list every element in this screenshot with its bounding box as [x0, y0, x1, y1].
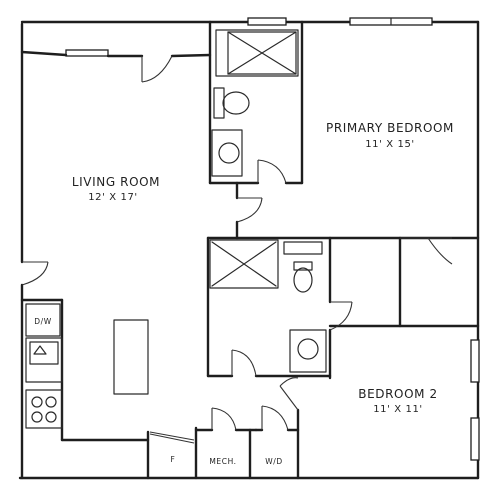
furnace-label: F [171, 455, 176, 464]
upper-shower [215, 29, 299, 77]
door-primary-closet [400, 237, 453, 265]
dishwasher [25, 303, 61, 337]
kitchen [25, 303, 149, 429]
bedroom-2-name: BEDROOM 2 [358, 387, 438, 401]
range [25, 389, 63, 429]
upper-toilet-tank [213, 87, 225, 119]
labels: LIVING ROOM 12' X 17' PRIMARY BEDROOM 11… [34, 121, 454, 466]
window-top-1 [247, 17, 287, 26]
upper-vanity [211, 129, 243, 177]
window-right-1 [470, 339, 480, 383]
door-furnace [149, 431, 195, 444]
dishwasher-label: D/W [34, 317, 52, 326]
window-right-2 [470, 417, 480, 461]
living-room-name: LIVING ROOM [72, 175, 160, 189]
living-room-dims: 12' X 17' [88, 192, 138, 203]
burner-2 [45, 396, 57, 408]
washer-dryer-label: W/D [265, 457, 283, 466]
lower-vanity [289, 329, 327, 373]
upper-toilet [222, 91, 250, 115]
window-living [65, 49, 109, 57]
door-entry [21, 261, 49, 286]
door-wd [261, 405, 289, 431]
door-bedroom-2 [329, 301, 353, 331]
bedroom-2-dims: 11' X 11' [373, 404, 423, 415]
mechanical-label: MECH. [209, 457, 236, 466]
burner-3 [31, 411, 43, 423]
lower-sink [297, 338, 319, 360]
door-primary-bedroom [236, 197, 263, 223]
door-mech [211, 407, 237, 431]
kitchen-sink [25, 337, 63, 383]
lower-shower [209, 239, 279, 289]
upper-bathroom [211, 29, 299, 177]
primary-bedroom-dims: 11' X 15' [365, 139, 415, 150]
doors [21, 55, 453, 444]
interior-walls [20, 20, 480, 480]
burner-4 [45, 411, 57, 423]
door-bedroom-2-hall [279, 377, 299, 411]
door-upper-bath [257, 159, 287, 184]
door-living-top [141, 55, 173, 83]
lower-toilet [293, 267, 313, 293]
burner-1 [31, 396, 43, 408]
lower-bathroom [209, 239, 327, 373]
windows [65, 17, 480, 461]
primary-bedroom-name: PRIMARY BEDROOM [326, 121, 454, 135]
door-lower-bath [231, 349, 257, 377]
upper-sink [218, 142, 240, 164]
kitchen-island [113, 319, 149, 395]
lower-toilet-tank [283, 241, 323, 255]
